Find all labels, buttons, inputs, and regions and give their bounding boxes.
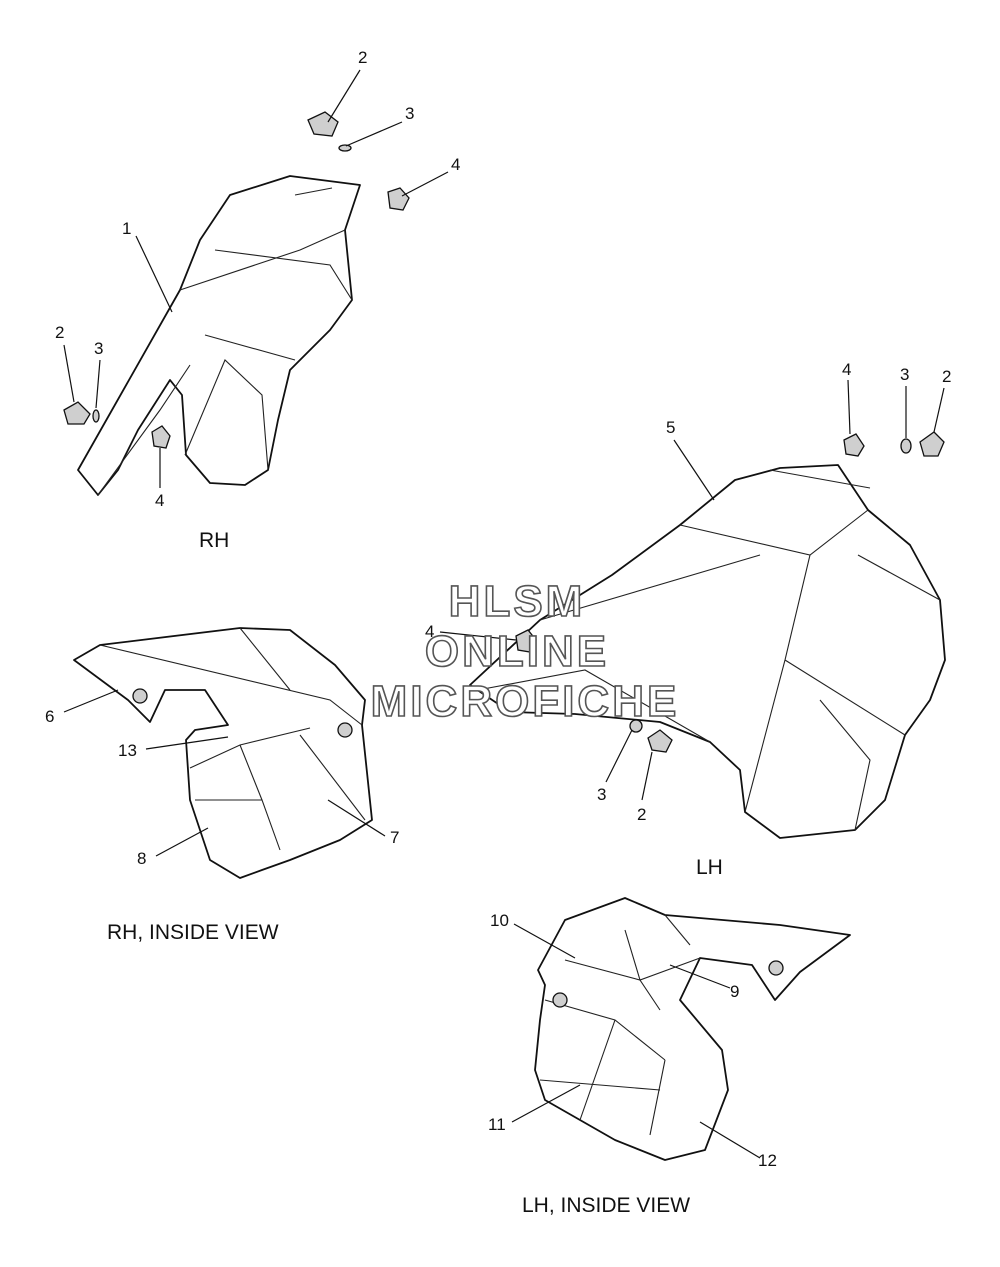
callout-lh-4b: 4 bbox=[425, 622, 434, 641]
lh-washer-3b bbox=[629, 719, 643, 733]
rh-clip-2b bbox=[63, 401, 91, 425]
callout-rh-2a: 2 bbox=[358, 48, 367, 67]
lh-nut-4 bbox=[843, 433, 865, 457]
view-label-lh-inside: LH, INSIDE VIEW bbox=[522, 1194, 690, 1217]
callout-rhi-6: 6 bbox=[45, 707, 54, 726]
rh-inside-boss bbox=[337, 722, 353, 738]
callout-lhi-10: 10 bbox=[490, 911, 509, 930]
callout-rhi-8: 8 bbox=[137, 849, 146, 868]
callout-rh-4b: 4 bbox=[155, 491, 164, 510]
callout-lhi-12: 12 bbox=[758, 1151, 777, 1170]
watermark-line-3: MICROFICHE bbox=[371, 677, 680, 726]
lh-clip-2 bbox=[919, 431, 945, 457]
callout-lhi-9: 9 bbox=[730, 982, 739, 1001]
callout-lh-2b: 2 bbox=[637, 805, 646, 824]
rh-inside-boss bbox=[132, 688, 148, 704]
lh-inside-boss bbox=[768, 960, 784, 976]
rh-nut-4 bbox=[387, 187, 410, 211]
lh-clip-2b bbox=[647, 729, 673, 753]
watermark-line-1: HLSM bbox=[449, 577, 586, 626]
rh-nut-4b bbox=[151, 425, 171, 449]
callout-lhi-11: 11 bbox=[488, 1115, 506, 1134]
lh-washer-3 bbox=[900, 438, 912, 454]
rh-washer-3 bbox=[338, 144, 352, 152]
callout-rh-3b: 3 bbox=[94, 339, 103, 358]
callout-rh-2b: 2 bbox=[55, 323, 64, 342]
lh-inside-part bbox=[534, 897, 851, 1161]
rh-clip-2 bbox=[307, 111, 339, 137]
lh-fender-assembly bbox=[439, 379, 946, 839]
callout-lh-5: 5 bbox=[666, 418, 675, 437]
lh-inside-view-assembly bbox=[511, 897, 851, 1161]
callout-rhi-13: 13 bbox=[118, 741, 137, 760]
callout-lh-2a: 2 bbox=[942, 367, 951, 386]
callout-rhi-7: 7 bbox=[390, 828, 399, 847]
callout-rh-3a: 3 bbox=[405, 104, 414, 123]
lh-fender-part-5 bbox=[469, 464, 946, 839]
rh-fender-assembly bbox=[63, 69, 449, 496]
lh-nut-4b bbox=[515, 629, 537, 653]
callout-lh-3b: 3 bbox=[597, 785, 606, 804]
callout-rh-1: 1 bbox=[122, 219, 131, 238]
rh-fender-part-1 bbox=[77, 175, 361, 496]
rh-inside-view-assembly bbox=[63, 627, 386, 879]
rh-washer-3b bbox=[92, 409, 100, 423]
view-label-lh: LH bbox=[696, 856, 723, 879]
watermark: HLSM ONLINE MICROFICHE bbox=[370, 576, 680, 727]
view-label-rh: RH bbox=[199, 529, 229, 552]
callout-lh-4a: 4 bbox=[842, 360, 851, 379]
watermark-line-2: ONLINE bbox=[425, 627, 609, 676]
view-label-rh-inside: RH, INSIDE VIEW bbox=[107, 921, 279, 944]
lh-inside-boss bbox=[552, 992, 568, 1008]
callout-lh-3a: 3 bbox=[900, 365, 909, 384]
callout-rh-4a: 4 bbox=[451, 155, 460, 174]
